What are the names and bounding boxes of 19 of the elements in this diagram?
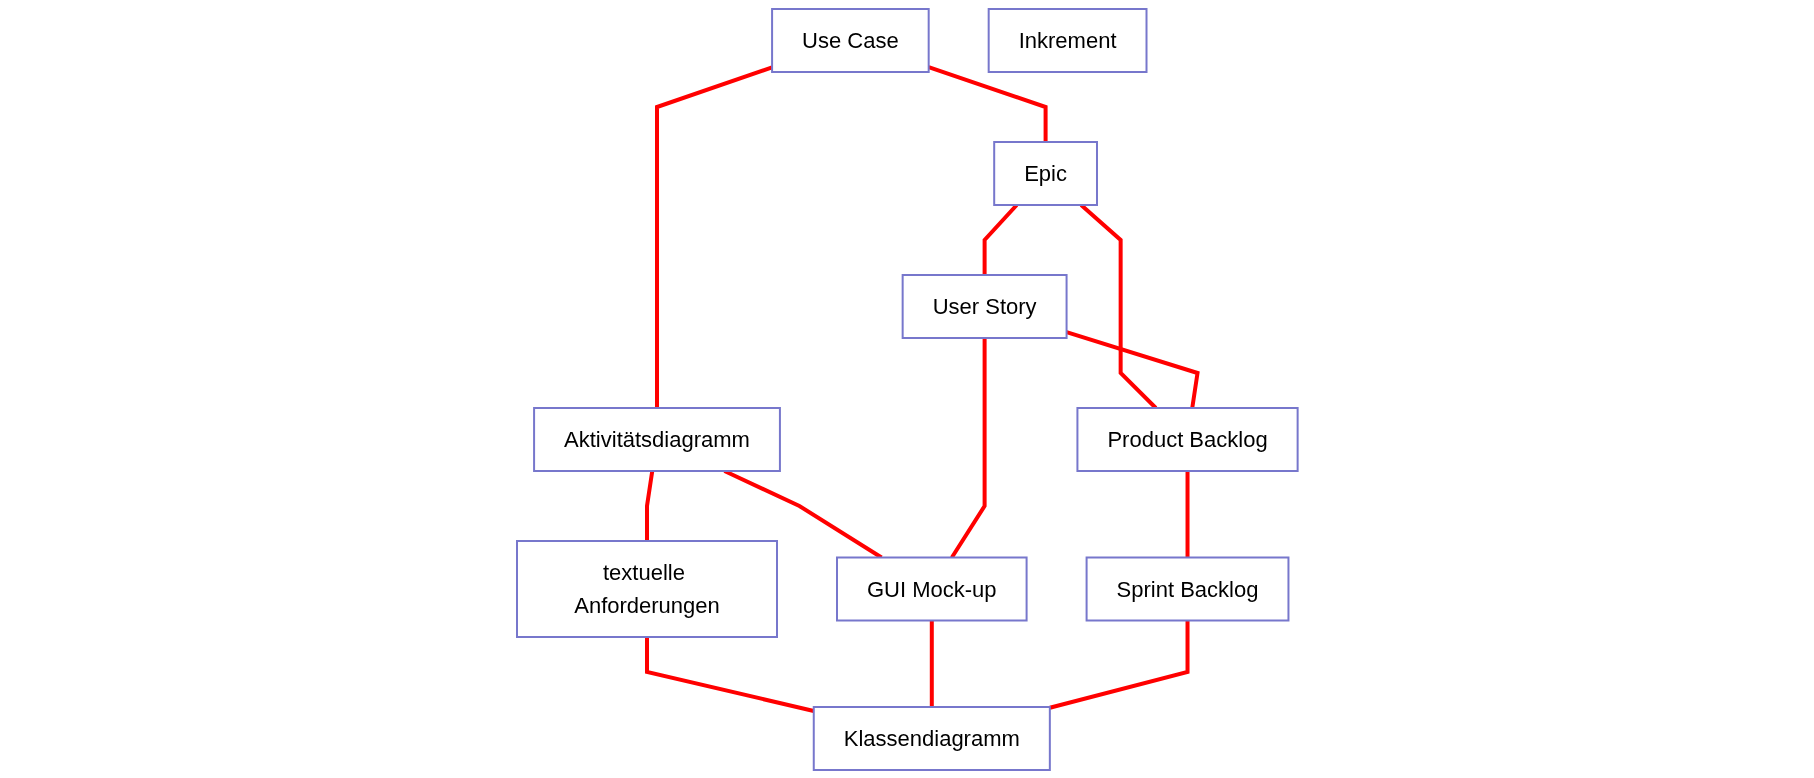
node-box: User Story [901, 273, 1068, 339]
connector [1079, 203, 1157, 409]
node-box: textuelle Anforderungen [515, 539, 778, 638]
connector [982, 203, 1018, 275]
connector [949, 337, 987, 559]
node-box: GUI Mock-up [835, 556, 1028, 621]
connector [644, 636, 814, 713]
connector [644, 470, 654, 541]
connector [929, 620, 934, 707]
connector [1049, 620, 1190, 710]
node-box: Use Case [770, 7, 930, 73]
node-box: Inkrement [987, 7, 1148, 73]
connector [654, 65, 773, 408]
connector [1185, 470, 1190, 557]
node-box: Epic [992, 140, 1098, 206]
node-box: Aktivitätsdiagramm [532, 406, 781, 472]
node-box: Klassendiagramm [812, 705, 1051, 771]
node-box: Product Backlog [1076, 406, 1299, 472]
node-box: Sprint Backlog [1085, 556, 1290, 621]
